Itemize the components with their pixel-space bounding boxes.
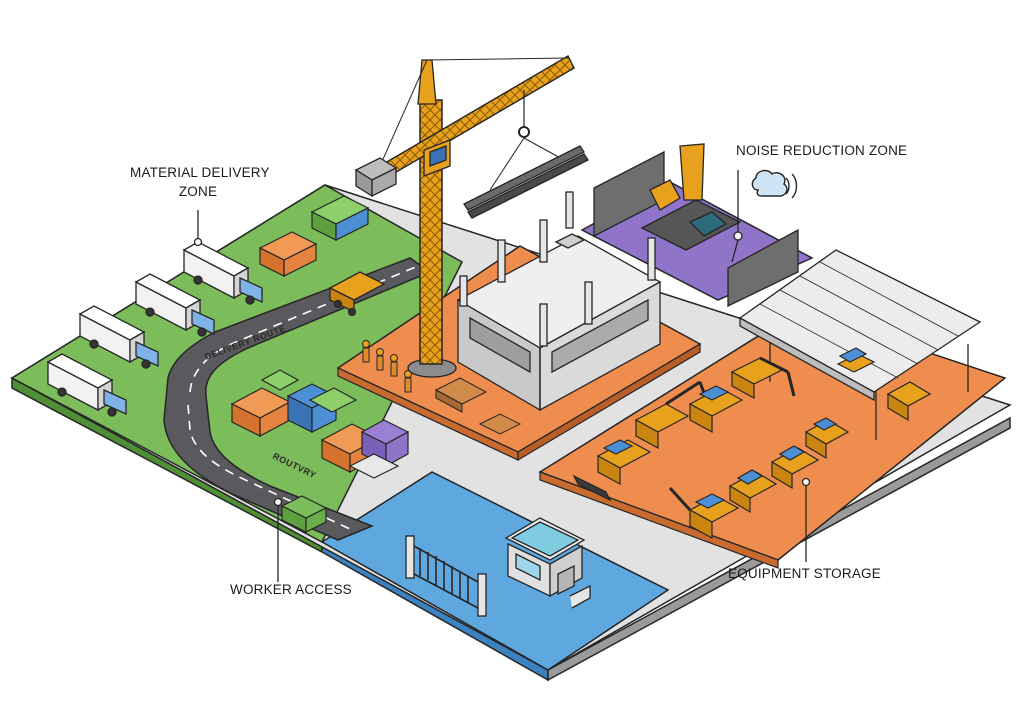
noise-barrier bbox=[593, 143, 799, 308]
forklift-icon bbox=[280, 495, 328, 533]
truck-icon bbox=[328, 271, 386, 317]
heavy-equipment bbox=[572, 347, 932, 540]
excavator-icon bbox=[730, 356, 796, 400]
worker-access-zone bbox=[320, 471, 670, 671]
excavator-icon bbox=[688, 385, 744, 434]
gate-icon bbox=[405, 535, 487, 617]
building-structure bbox=[456, 191, 662, 412]
truck-icon bbox=[134, 273, 215, 337]
loader-icon bbox=[728, 469, 778, 514]
callout-lines bbox=[193, 170, 811, 582]
worker-access-label: WORKER ACCESS bbox=[230, 582, 352, 597]
material-containers bbox=[230, 195, 410, 479]
material-delivery-label-line2: ZONE bbox=[178, 184, 218, 199]
truck-icon bbox=[78, 305, 159, 369]
forklift-icon bbox=[886, 381, 932, 422]
speaker-noise-icon bbox=[751, 169, 798, 199]
delivery-trucks bbox=[46, 241, 386, 417]
workers bbox=[362, 340, 412, 393]
tower-crane-icon bbox=[354, 55, 589, 378]
storage-shelter bbox=[738, 249, 982, 440]
excavator-icon bbox=[668, 486, 740, 540]
excavator-icon bbox=[836, 347, 876, 373]
forklift-icon bbox=[804, 417, 850, 460]
truck-icon bbox=[46, 353, 127, 417]
equipment-storage-label: EQUIPMENT STORAGE bbox=[728, 566, 881, 581]
construction-materials bbox=[434, 377, 522, 435]
truck-icon bbox=[182, 241, 263, 305]
excavator-icon bbox=[572, 439, 652, 502]
noise-reduction-zone-label: NOISE REDUCTION ZONE bbox=[736, 143, 908, 158]
material-delivery-label-line1: MATERIAL DELIVERY bbox=[130, 165, 270, 180]
loader-icon bbox=[770, 445, 820, 490]
material-delivery-zone-label: MATERIAL DELIVERY ZONE bbox=[130, 163, 270, 201]
guard-booth-icon bbox=[504, 517, 591, 609]
